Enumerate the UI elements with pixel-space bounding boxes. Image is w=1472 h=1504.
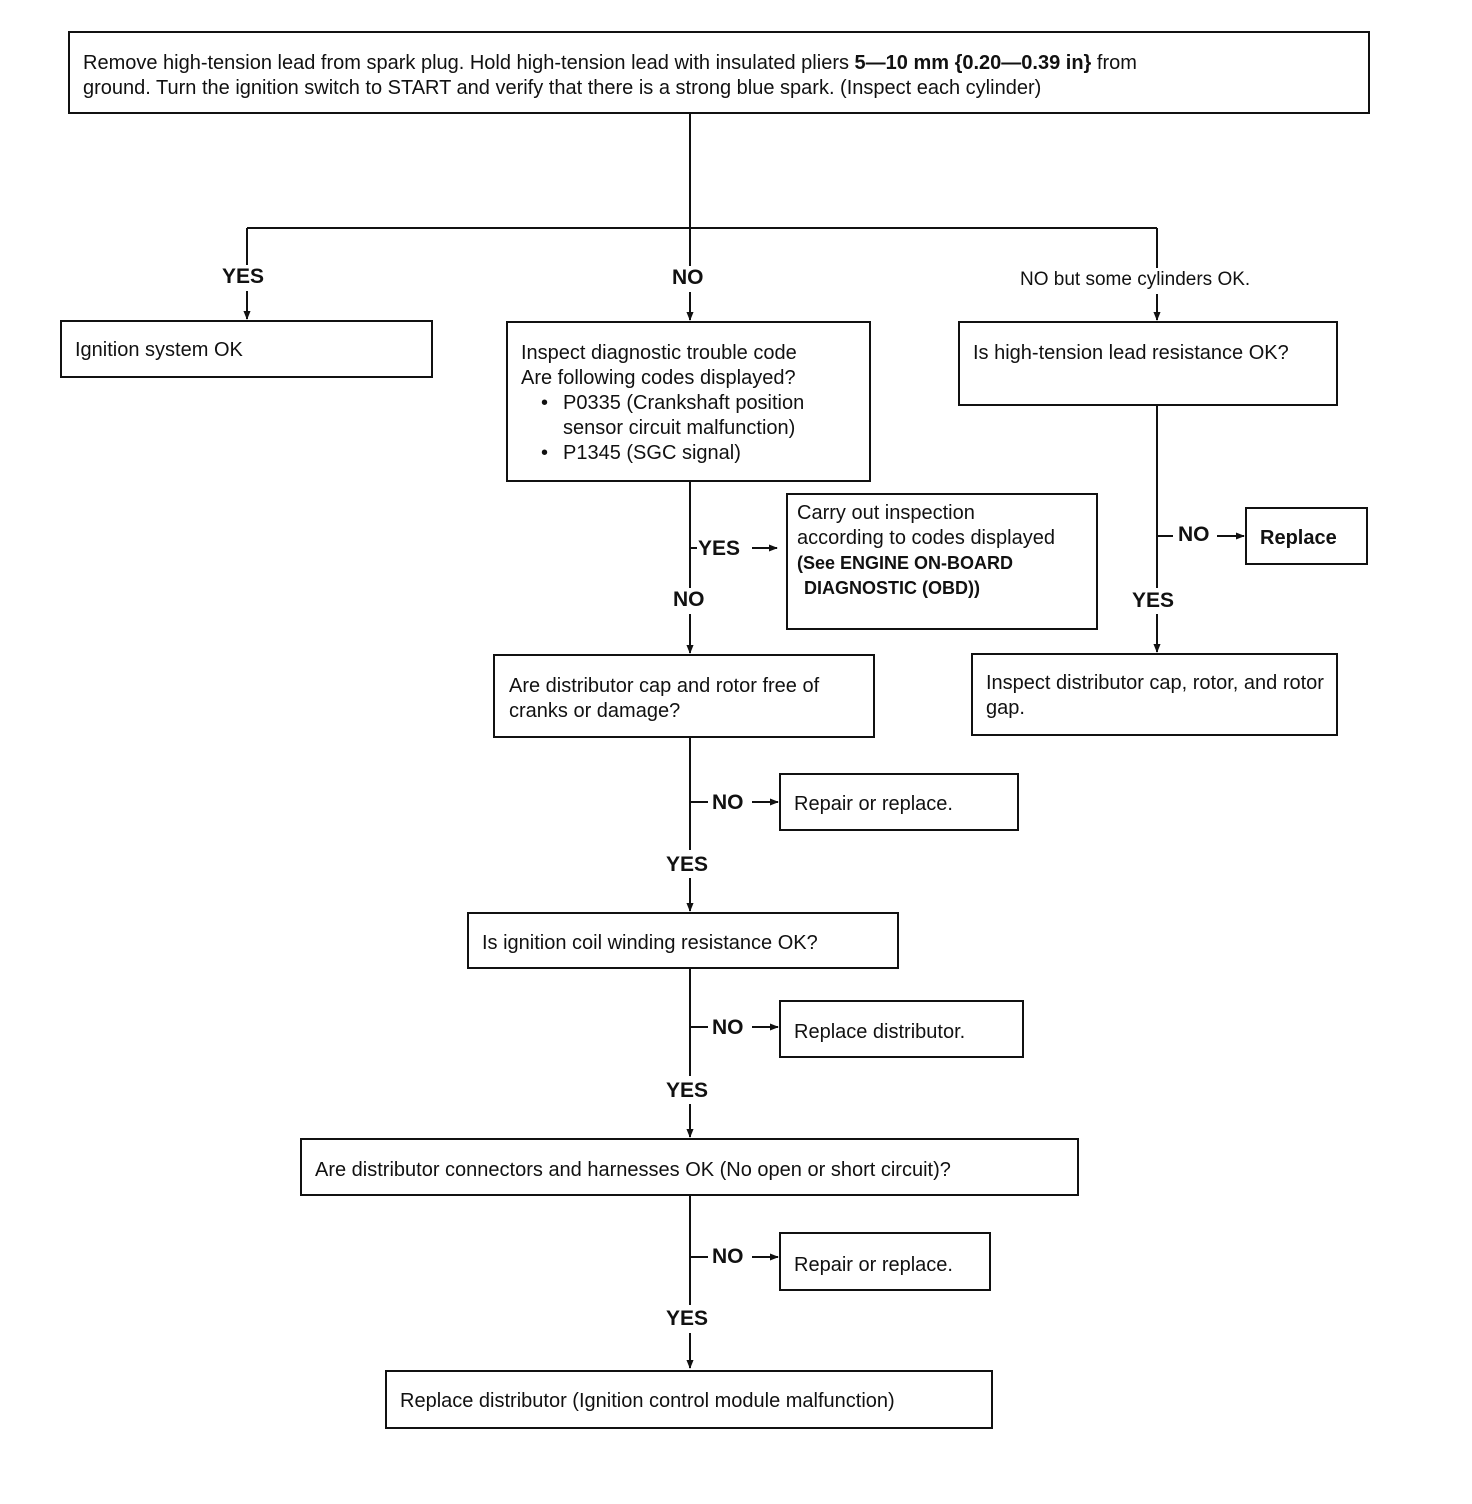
label-yes-left: YES <box>222 265 265 289</box>
replace-lead-text: Replace <box>1260 527 1337 549</box>
connectors-text: Are distributor connectors and harnesses… <box>315 1159 951 1181</box>
repair1-box: Repair or replace. <box>779 773 1019 831</box>
final-text: Replace distributor (Ignition control mo… <box>400 1390 895 1412</box>
cap-rotor-box: Are distributor cap and rotor free of cr… <box>493 654 875 738</box>
repair2-box: Repair or replace. <box>779 1232 991 1291</box>
replace-dist-text: Replace distributor. <box>794 1021 966 1043</box>
carry-out-line-4: DIAGNOSTIC (OBD)) <box>804 578 980 598</box>
final-box: Replace distributor (Ignition control mo… <box>385 1370 993 1429</box>
carry-out-line-1: Carry out inspection <box>797 502 975 524</box>
lead-resistance-box: Is high-tension lead resistance OK? <box>958 321 1338 406</box>
start-spec: 5—10 mm {0.20—0.39 in} <box>854 52 1092 74</box>
label-no-conn: NO <box>712 1245 744 1269</box>
dtc-code-item: • P0335 (Crankshaft position sensor circu… <box>521 391 857 441</box>
label-yes-conn: YES <box>666 1307 709 1331</box>
dtc-line-2: Are following codes displayed? <box>521 367 796 389</box>
start-line-1a: Remove high-tension lead from spark plug… <box>83 52 855 74</box>
label-yes-lead: YES <box>1132 589 1175 613</box>
label-yes-dtc: YES <box>698 537 741 561</box>
dtc-code-text: P0335 (Crankshaft position sensor circui… <box>563 392 805 439</box>
dtc-line-1: Inspect diagnostic trouble code <box>521 342 797 364</box>
coil-text: Is ignition coil winding resistance OK? <box>482 932 818 954</box>
dtc-content: Inspect diagnostic trouble code Are foll… <box>521 341 857 466</box>
dtc-code-text: P1345 (SGC signal) <box>563 442 741 464</box>
carry-out-content: Carry out inspection according to codes … <box>797 501 1055 601</box>
dtc-code-item: • P1345 (SGC signal) <box>521 441 857 466</box>
bullet-icon: • <box>541 442 549 464</box>
carry-out-box: Carry out inspection according to codes … <box>786 493 1098 630</box>
carry-out-line-2: according to codes displayed <box>797 527 1055 549</box>
carry-out-line-3: (See ENGINE ON-BOARD <box>797 553 1014 573</box>
dtc-code-list: • P0335 (Crankshaft position sensor circu… <box>521 391 857 466</box>
start-box: Remove high-tension lead from spark plug… <box>68 31 1370 114</box>
coil-box: Is ignition coil winding resistance OK? <box>467 912 899 969</box>
inspect-cap-box: Inspect distributor cap, rotor, and roto… <box>971 653 1338 736</box>
repair1-text: Repair or replace. <box>794 793 953 815</box>
label-no-center: NO <box>672 266 704 290</box>
label-yes-coil: YES <box>666 1079 709 1103</box>
connectors-box: Are distributor connectors and harnesses… <box>300 1138 1079 1196</box>
inspect-cap-text: Inspect distributor cap, rotor, and roto… <box>986 672 1324 719</box>
label-no-cap: NO <box>712 791 744 815</box>
bullet-icon: • <box>541 392 549 414</box>
lead-resistance-text: Is high-tension lead resistance OK? <box>973 342 1289 364</box>
label-no-dtc: NO <box>673 588 705 612</box>
replace-dist-box: Replace distributor. <box>779 1000 1024 1058</box>
cap-rotor-text: Are distributor cap and rotor free of cr… <box>509 675 820 722</box>
start-line-1: Remove high-tension lead from spark plug… <box>83 51 1137 76</box>
label-no-some-cylinders: NO but some cylinders OK. <box>1020 269 1251 290</box>
ignition-ok-box: Ignition system OK <box>60 320 433 378</box>
dtc-box: Inspect diagnostic trouble code Are foll… <box>506 321 871 482</box>
label-yes-cap: YES <box>666 853 709 877</box>
ignition-ok-text: Ignition system OK <box>75 339 243 361</box>
replace-lead-box: Replace <box>1245 507 1368 565</box>
start-line-2: ground. Turn the ignition switch to STAR… <box>83 77 1042 99</box>
label-no-lead: NO <box>1178 523 1210 547</box>
start-line-1c: from <box>1091 52 1137 74</box>
label-no-coil: NO <box>712 1016 744 1040</box>
repair2-text: Repair or replace. <box>794 1254 953 1276</box>
